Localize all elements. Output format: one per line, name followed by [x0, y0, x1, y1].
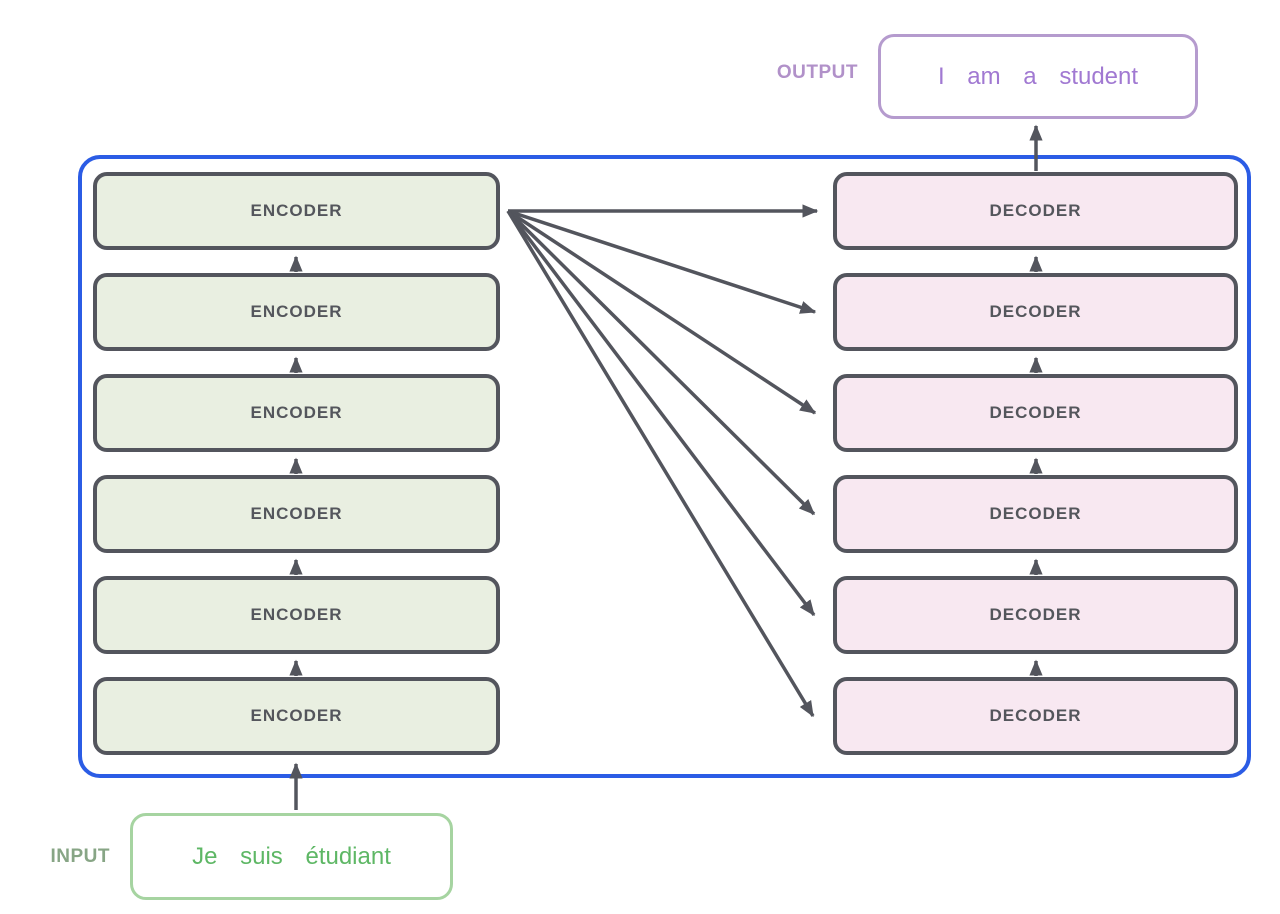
input-sentence: Je suis étudiant	[192, 842, 391, 870]
decoder-block-3: DECODER	[833, 475, 1238, 553]
decoder-block-4: DECODER	[833, 374, 1238, 452]
output-sentence: I am a student	[937, 62, 1139, 90]
encoder-block-1: ENCODER	[93, 677, 500, 755]
encoder-block-3: ENCODER	[93, 475, 500, 553]
input-label: INPUT	[50, 846, 110, 867]
encoder-block-5: ENCODER	[93, 273, 500, 351]
input-sentence-box: Je suis étudiant	[130, 813, 453, 900]
decoder-block-5: DECODER	[833, 273, 1238, 351]
decoder-block-2: DECODER	[833, 576, 1238, 654]
decoder-block-1: DECODER	[833, 677, 1238, 755]
encoder-block-4: ENCODER	[93, 374, 500, 452]
encoder-block-6: ENCODER	[93, 172, 500, 250]
encoder-block-2: ENCODER	[93, 576, 500, 654]
transformer-container	[78, 155, 1251, 778]
output-label: OUTPUT	[776, 62, 858, 83]
output-sentence-box: I am a student	[878, 34, 1198, 119]
decoder-block-6: DECODER	[833, 172, 1238, 250]
